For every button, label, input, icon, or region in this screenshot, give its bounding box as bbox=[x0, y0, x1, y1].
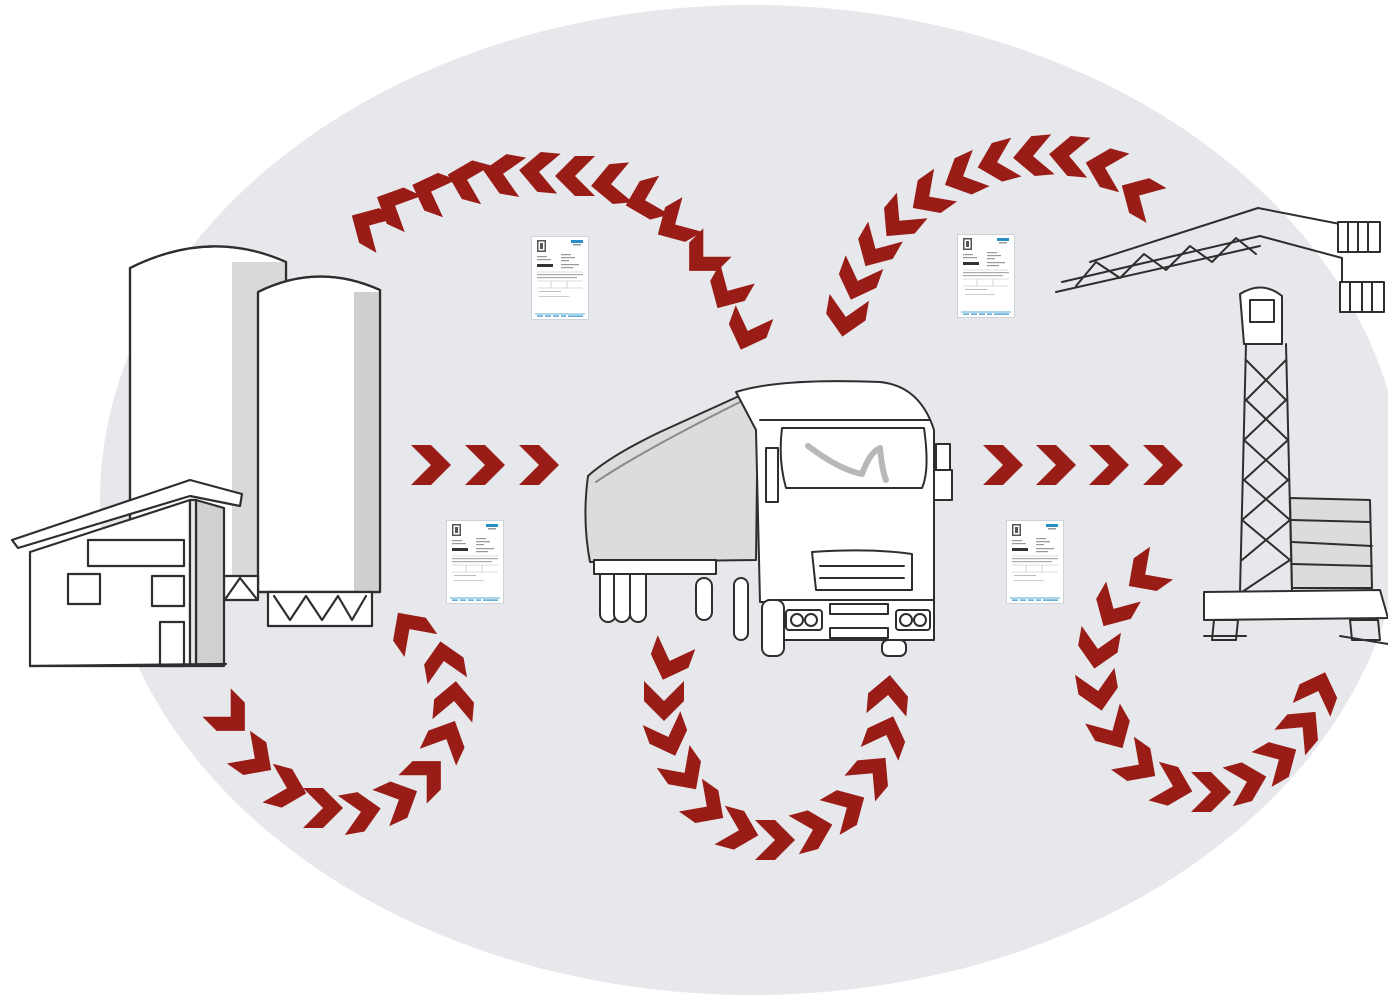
delivery-ticket-document-icon bbox=[1007, 521, 1064, 604]
concrete-plant-silos-icon bbox=[12, 246, 380, 666]
delivery-ticket-document-icon bbox=[958, 235, 1015, 318]
delivery-ticket-document-icon bbox=[447, 521, 504, 604]
delivery-ticket-document-icon bbox=[532, 237, 589, 320]
